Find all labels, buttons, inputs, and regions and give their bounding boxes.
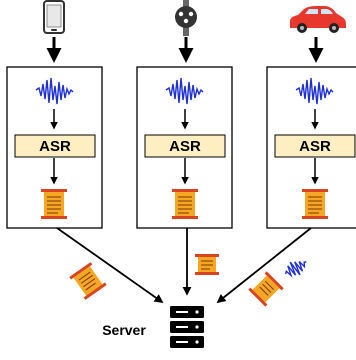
asr-label: ASR bbox=[39, 138, 71, 155]
asr-label: ASR bbox=[169, 138, 201, 155]
phone-icon bbox=[43, 0, 65, 34]
asr-label: ASR bbox=[299, 138, 331, 155]
meter-icon bbox=[175, 0, 197, 36]
asr-module: ASR bbox=[144, 134, 226, 158]
transcript-icon bbox=[69, 262, 107, 300]
column-phone: ASR bbox=[6, 0, 103, 229]
waveform-icon bbox=[35, 77, 74, 105]
transcript-icon bbox=[302, 189, 328, 219]
asr-module: ASR bbox=[14, 134, 96, 158]
transcript-icon bbox=[41, 189, 67, 219]
waveform-icon bbox=[295, 77, 334, 105]
transcript-icon bbox=[195, 254, 219, 275]
column-car: ASR bbox=[266, 6, 356, 229]
transcript-icon bbox=[172, 189, 198, 219]
waveform-icon bbox=[284, 261, 307, 278]
waveform-icon bbox=[165, 77, 204, 105]
upload-arrow-left bbox=[56, 227, 164, 304]
asr-module: ASR bbox=[274, 134, 356, 158]
car-icon bbox=[290, 6, 346, 33]
transcript-icon bbox=[248, 271, 284, 307]
upload-arrow-right bbox=[216, 227, 312, 304]
server-label: Server bbox=[102, 322, 146, 338]
server-icon bbox=[170, 306, 204, 348]
column-meter: ASR bbox=[136, 0, 233, 229]
